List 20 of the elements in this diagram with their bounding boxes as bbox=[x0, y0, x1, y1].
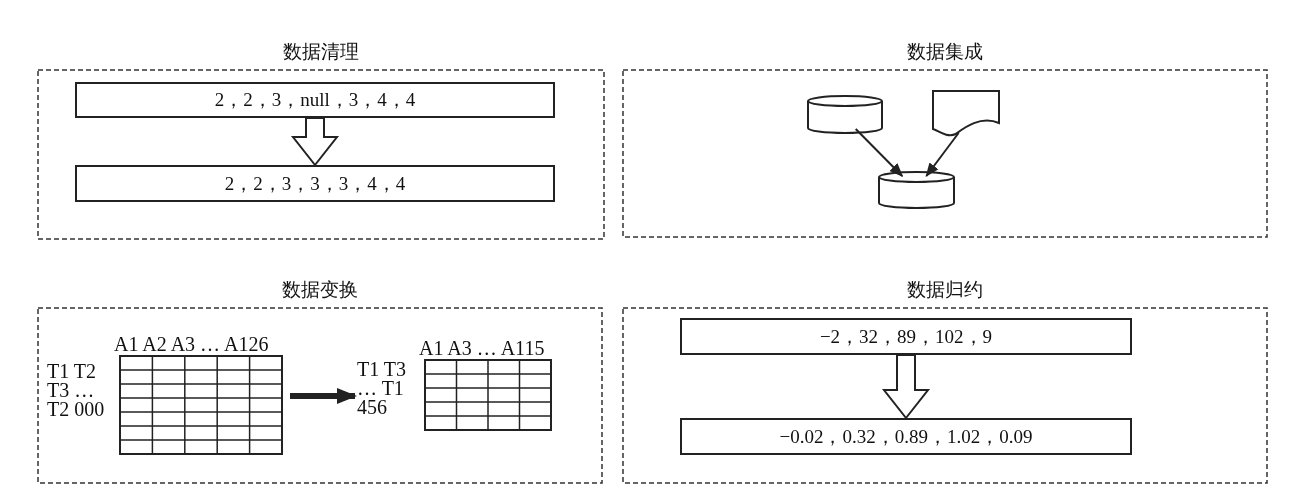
value-box: −0.02，0.32，0.89，1.02，0.09 bbox=[680, 418, 1132, 455]
document-icon bbox=[932, 90, 1000, 137]
panel-title: 数据归约 bbox=[906, 278, 984, 302]
row-labels: T1 T2 T3 … T2 000 bbox=[47, 362, 105, 419]
value-box: 2，2，3，3，3，4，4 bbox=[75, 165, 555, 202]
arrow bbox=[925, 132, 960, 178]
cylinder-icon bbox=[807, 96, 883, 133]
hollow-arrow bbox=[881, 354, 931, 420]
value-box: 2，2，3，null，3，4，4 bbox=[75, 82, 555, 118]
arrow bbox=[290, 388, 357, 404]
panel-title: 数据清理 bbox=[282, 40, 360, 64]
panel-title: 数据变换 bbox=[281, 278, 359, 302]
arrow bbox=[854, 128, 904, 177]
column-headers: A1 A2 A3 … A126 bbox=[114, 332, 269, 356]
hollow-arrow bbox=[290, 117, 340, 167]
row-labels: T1 T3 … T1 456 bbox=[357, 360, 408, 417]
cylinder-icon bbox=[878, 172, 955, 208]
column-headers: A1 A3 … A115 bbox=[419, 336, 545, 360]
value-box: −2，32，89，102，9 bbox=[680, 318, 1132, 355]
panel-title: 数据集成 bbox=[906, 40, 984, 64]
